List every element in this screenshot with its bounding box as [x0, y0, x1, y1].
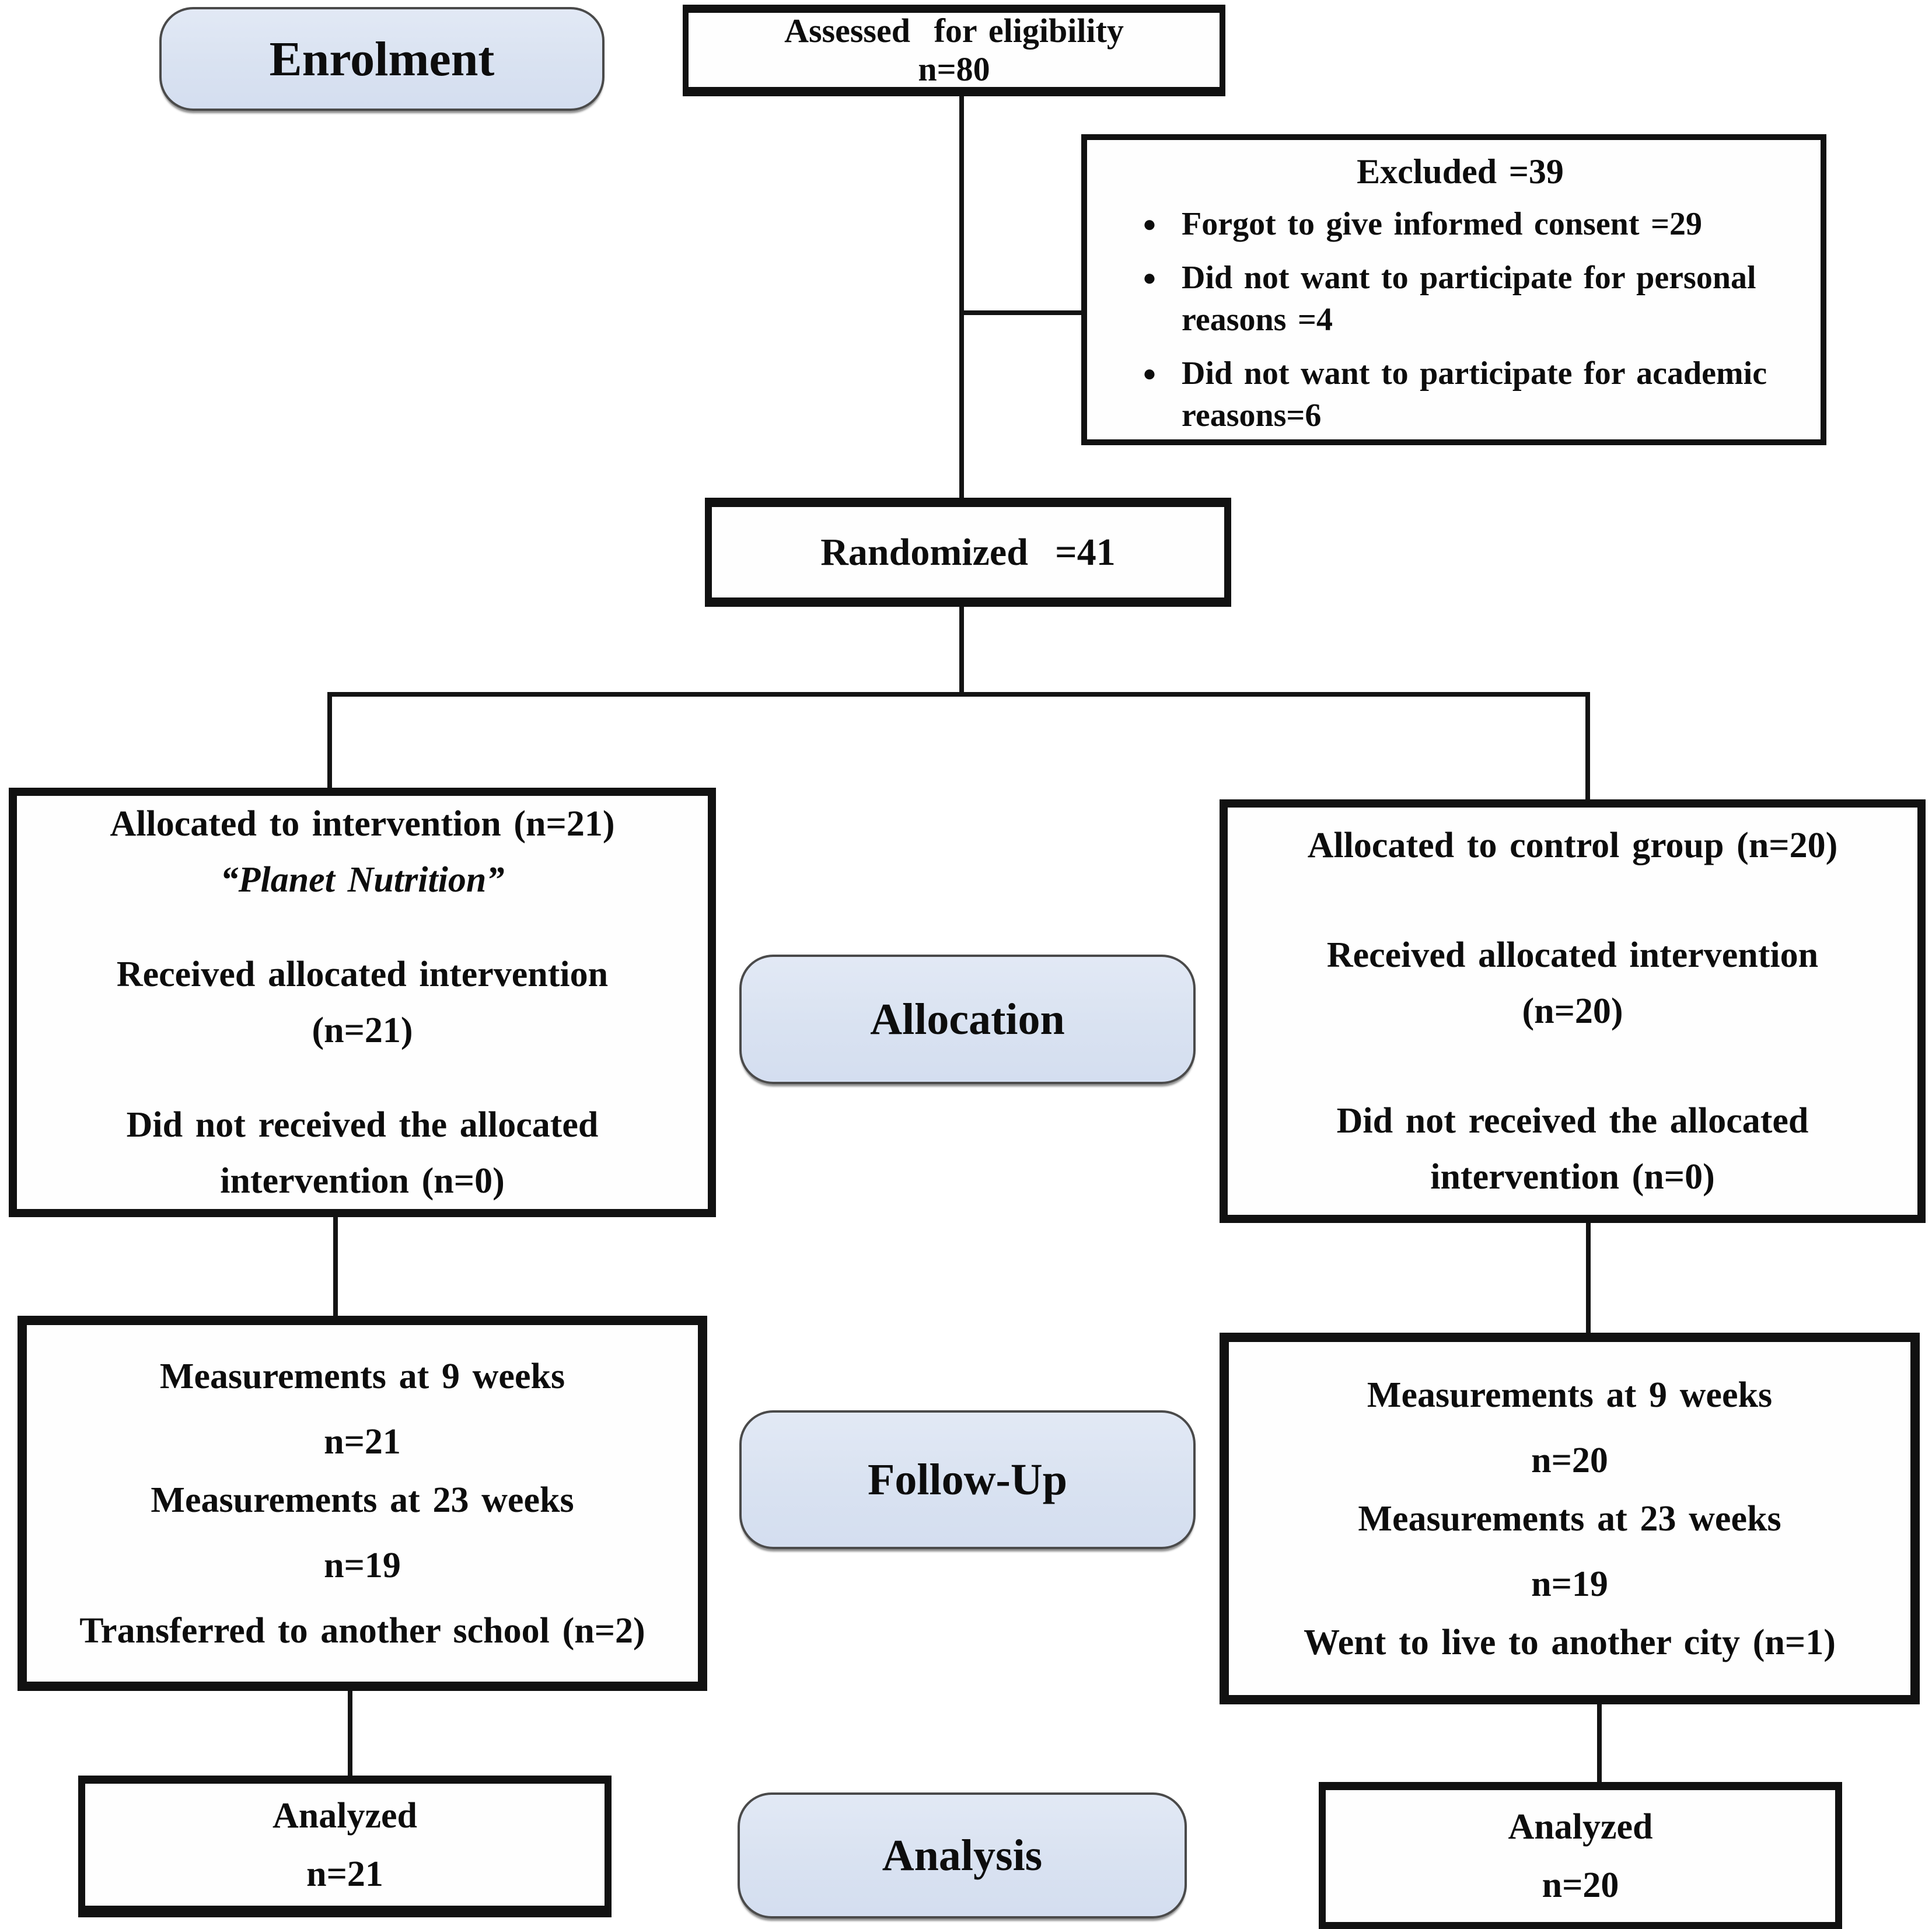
- connector-allocleft-to-followup: [333, 1215, 338, 1319]
- bullet-text: Did not want to participate for personal…: [1182, 260, 1768, 338]
- allocation-intervention-box: Allocated to intervention (n=21) “Planet…: [9, 788, 716, 1217]
- box-line: Measurements at 23 weeks: [1358, 1498, 1781, 1539]
- box-line: Did not received the allocated: [1336, 1101, 1809, 1141]
- bullet-icon: ●: [1142, 264, 1157, 291]
- box-line: Measurements at 9 weeks: [1367, 1375, 1773, 1415]
- followup-control-box: Measurements at 9 weeks n=20 Measurement…: [1220, 1333, 1920, 1704]
- box-line: n=20: [1542, 1865, 1619, 1905]
- box-line: Allocated to intervention (n=21): [110, 804, 615, 844]
- box-line: n=19: [324, 1545, 401, 1585]
- assessed-for-eligibility-box: Assessed for eligibility n=80: [683, 5, 1225, 96]
- connector-split-bar: [327, 692, 1590, 697]
- analyzed-intervention-box: Analyzed n=21: [78, 1776, 612, 1917]
- box-line: (n=21): [312, 1011, 413, 1050]
- excluded-title: Excluded =39: [1357, 152, 1564, 191]
- box-line: Analyzed: [272, 1795, 417, 1836]
- connector-split-drop-right: [1585, 692, 1590, 803]
- stage-badge-label: Allocation: [870, 994, 1065, 1044]
- box-line: Went to live to another city (n=1): [1304, 1622, 1836, 1662]
- bullet-icon: ●: [1142, 360, 1157, 386]
- box-line: n=21: [324, 1421, 401, 1462]
- box-line: Received allocated intervention: [1326, 935, 1819, 975]
- stage-badge-follow-up: Follow-Up: [739, 1410, 1196, 1549]
- excluded-box: Excluded =39 ● Forgot to give informed c…: [1081, 134, 1826, 445]
- bullet-icon: ●: [1142, 211, 1157, 237]
- connector-fuleft-to-analyzed: [348, 1689, 352, 1778]
- connector-assessed-to-randomized: [959, 94, 964, 499]
- connector-furight-to-analyzed: [1597, 1702, 1602, 1784]
- randomized-box: Randomized =41: [705, 498, 1231, 607]
- stage-badge-analysis: Analysis: [738, 1792, 1187, 1918]
- box-line: n=21: [306, 1854, 383, 1894]
- box-line: n=19: [1531, 1564, 1608, 1604]
- bullet-text: Forgot to give informed consent =29: [1182, 206, 1702, 242]
- stage-badge-allocation: Allocation: [739, 955, 1196, 1084]
- box-line: intervention (n=0): [220, 1161, 505, 1201]
- excluded-bullet: ● Did not want to participate for academ…: [1117, 352, 1803, 436]
- connector-split-drop-left: [327, 692, 332, 791]
- box-line: Did not received the allocated: [126, 1105, 599, 1145]
- bullet-text: Did not want to participate for academic…: [1182, 355, 1790, 434]
- box-line: intervention (n=0): [1430, 1157, 1715, 1197]
- box-line: Allocated to control group (n=20): [1307, 826, 1838, 865]
- box-line: Measurements at 9 weeks: [159, 1356, 565, 1396]
- box-line: Transferred to another school (n=2): [79, 1610, 645, 1651]
- box-line: n=20: [1531, 1440, 1608, 1480]
- connector-randomized-to-split: [959, 604, 964, 694]
- box-line: n=80: [918, 50, 990, 88]
- box-line: “Planet Nutrition”: [220, 860, 505, 900]
- stage-badge-label: Analysis: [882, 1830, 1043, 1880]
- box-line: Assessed for eligibility: [784, 11, 1124, 50]
- allocation-control-box: Allocated to control group (n=20) Receiv…: [1220, 799, 1926, 1223]
- stage-badge-enrolment: Enrolment: [159, 7, 605, 111]
- analyzed-control-box: Analyzed n=20: [1319, 1782, 1842, 1929]
- box-line: Received allocated intervention: [116, 955, 609, 994]
- box-line: (n=20): [1522, 991, 1623, 1031]
- connector-branch-to-excluded: [962, 310, 1082, 315]
- box-line: Analyzed: [1508, 1807, 1653, 1847]
- stage-badge-label: Enrolment: [269, 32, 495, 86]
- box-line: Randomized =41: [820, 530, 1116, 574]
- excluded-bullet: ● Did not want to participate for person…: [1117, 257, 1803, 341]
- excluded-bullet: ● Forgot to give informed consent =29: [1117, 203, 1803, 245]
- followup-intervention-box: Measurements at 9 weeks n=21 Measurement…: [18, 1316, 707, 1691]
- box-line: Measurements at 23 weeks: [151, 1480, 574, 1520]
- connector-allocright-to-followup: [1586, 1221, 1591, 1335]
- stage-badge-label: Follow-Up: [868, 1455, 1067, 1504]
